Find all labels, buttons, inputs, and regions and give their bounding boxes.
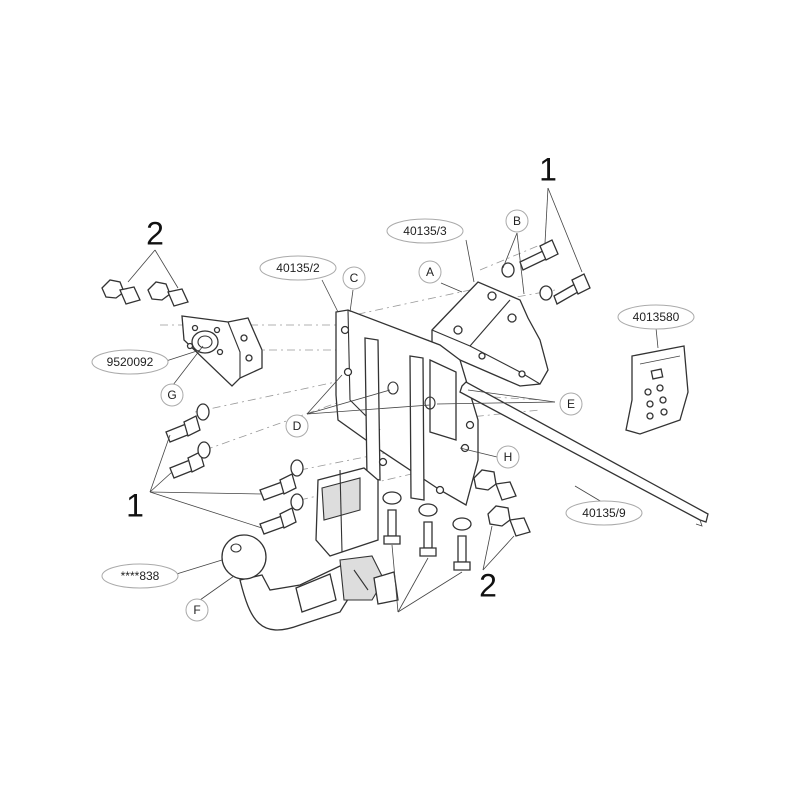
bolts-bottom bbox=[382, 491, 472, 571]
letter-f: F bbox=[185, 598, 209, 622]
label-4013580: 4013580 bbox=[617, 304, 695, 330]
letter-d-text: D bbox=[293, 419, 302, 433]
callout-1-left: 1 bbox=[126, 487, 144, 523]
bar-40135-9 bbox=[459, 381, 709, 527]
letter-h: H bbox=[496, 445, 520, 469]
label-838: ****838 bbox=[101, 563, 179, 589]
label-40135-2: 40135/2 bbox=[259, 255, 337, 281]
label-40135-9: 40135/9 bbox=[565, 500, 643, 526]
label-40135-2-text: 40135/2 bbox=[276, 261, 320, 275]
letter-f-text: F bbox=[193, 603, 200, 617]
label-838-text: ****838 bbox=[121, 569, 160, 583]
letter-c-text: C bbox=[350, 271, 359, 285]
letter-h-text: H bbox=[504, 450, 513, 464]
label-9520092-text: 9520092 bbox=[107, 355, 154, 369]
label-9520092: 9520092 bbox=[91, 349, 169, 375]
label-40135-3-text: 40135/3 bbox=[403, 224, 447, 238]
letter-g: G bbox=[160, 383, 184, 407]
small-nuts-top-left bbox=[101, 279, 189, 307]
letter-e-text: E bbox=[567, 397, 575, 411]
label-40135-3: 40135/3 bbox=[386, 218, 464, 244]
letter-g-text: G bbox=[167, 388, 176, 402]
callout-1-top: 1 bbox=[539, 151, 557, 187]
callout-2-top: 2 bbox=[146, 215, 164, 251]
bolts-top-right bbox=[501, 239, 591, 305]
bolts-left bbox=[165, 403, 304, 535]
letter-c: C bbox=[342, 266, 366, 290]
nuts-lower-right bbox=[473, 469, 531, 537]
letter-a-text: A bbox=[426, 265, 434, 279]
part-4013580-card bbox=[625, 345, 689, 435]
letter-e: E bbox=[559, 392, 583, 416]
side-bracket-g bbox=[181, 315, 263, 387]
leader-lines bbox=[127, 187, 659, 613]
label-4013580-text: 4013580 bbox=[633, 310, 680, 324]
tow-ball-f bbox=[221, 467, 399, 631]
callout-2-bottom: 2 bbox=[479, 567, 497, 603]
top-bracket-a bbox=[431, 281, 549, 387]
label-40135-9-text: 40135/9 bbox=[582, 506, 626, 520]
letter-a: A bbox=[418, 260, 442, 284]
letter-b: B bbox=[505, 209, 529, 233]
letter-b-text: B bbox=[513, 214, 521, 228]
letter-d: D bbox=[285, 414, 309, 438]
